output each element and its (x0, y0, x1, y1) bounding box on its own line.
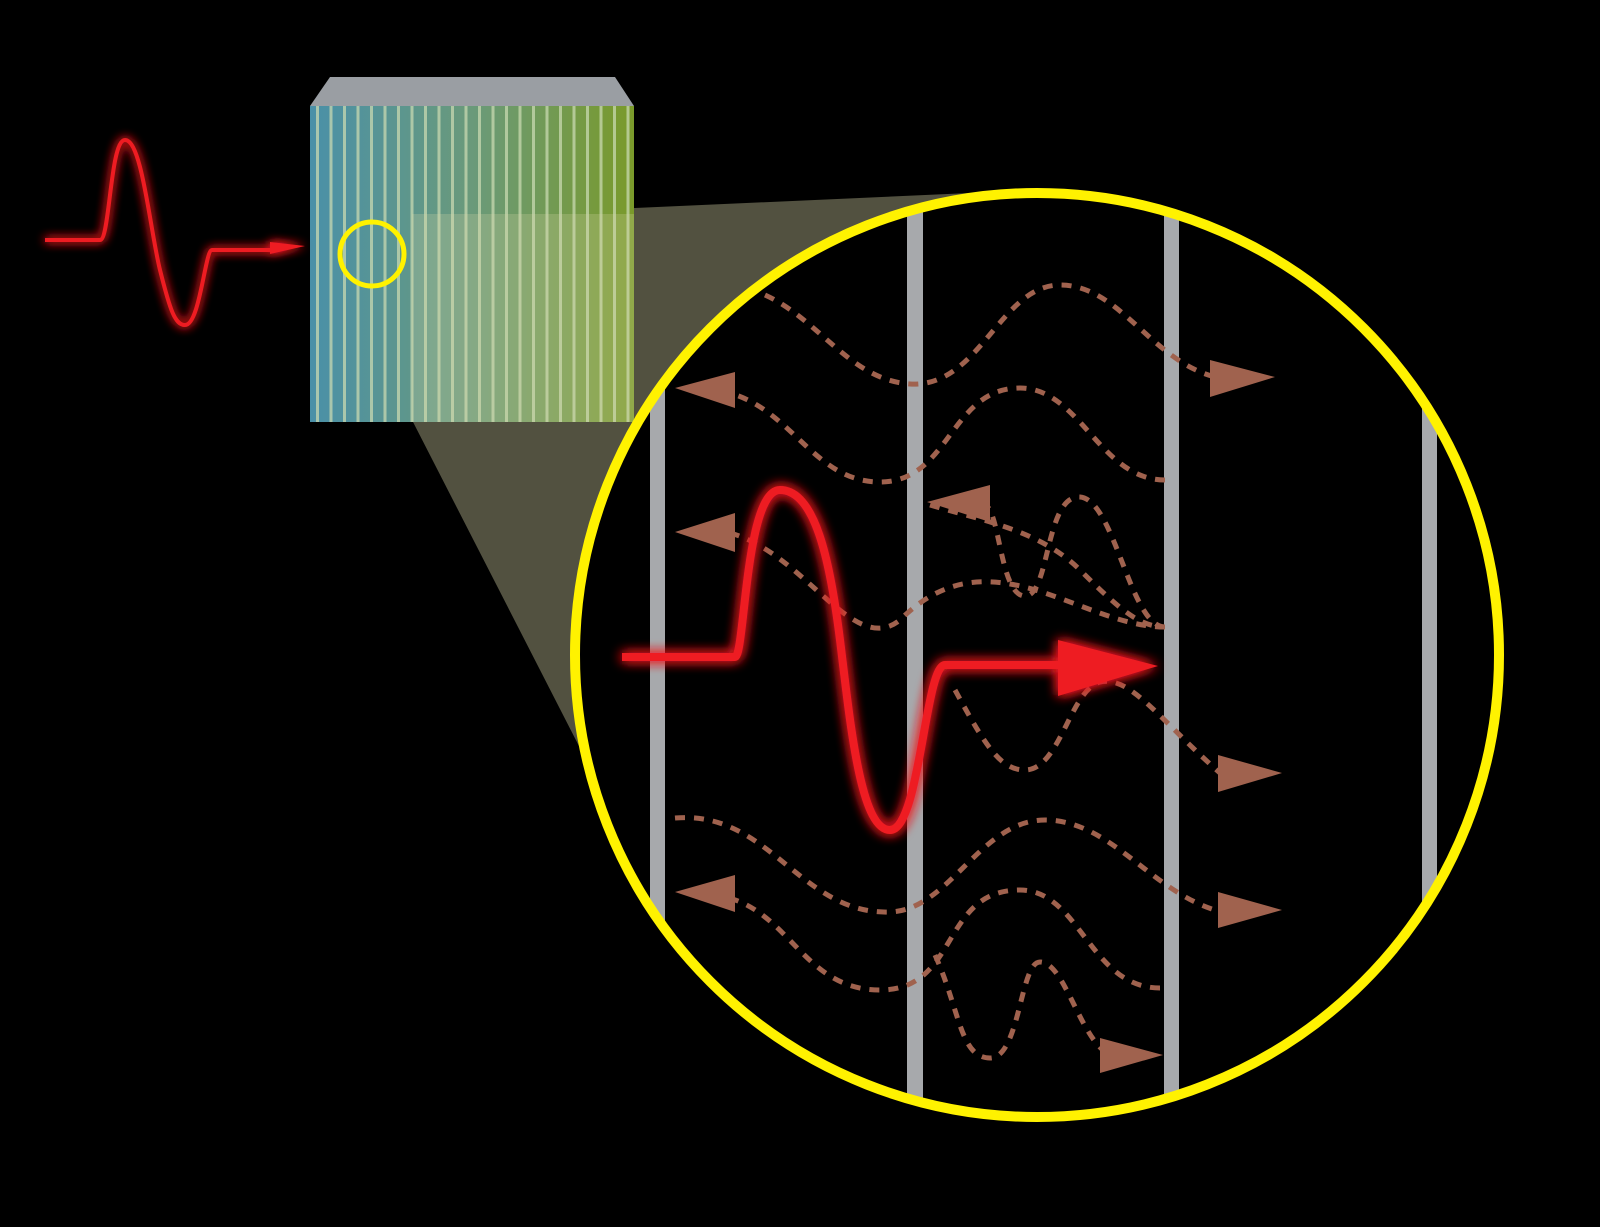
slab-stripe (397, 106, 400, 422)
slab-stripe (437, 106, 441, 422)
slab-stripe (532, 106, 535, 422)
scattered-wave-9 (932, 953, 1112, 1061)
arrowhead-right-2 (1218, 755, 1282, 792)
arrowhead-right-4 (1100, 1038, 1163, 1073)
slab-stripe (586, 106, 589, 422)
slab-stripe (505, 106, 508, 422)
slab-overlay (412, 214, 634, 422)
slab-stripe (370, 106, 373, 422)
slab-stripe (383, 106, 387, 422)
magnified-view-background (575, 193, 1499, 1117)
scattered-wave-8 (714, 887, 1161, 993)
slab-stripe (518, 106, 522, 422)
slab-stripe (424, 106, 427, 422)
slab-top-face (310, 77, 634, 106)
arrowhead-left-3 (675, 513, 735, 552)
slab-stripe (356, 106, 360, 422)
transmitted-pulse-path (622, 485, 1070, 835)
transmitted-arrowhead (1058, 640, 1158, 696)
slab-stripe (343, 106, 346, 422)
arrowhead-left-1 (675, 372, 735, 408)
multiply-scattered-waves (674, 282, 1222, 1061)
layer-line-2 (907, 193, 923, 1117)
slab-stripes (316, 106, 630, 422)
slab-stripe (316, 106, 319, 422)
scattered-wave-7 (674, 815, 1216, 915)
arrowhead-right-3 (1218, 892, 1282, 928)
slab-stripe (572, 106, 576, 422)
transmitted-pulse-arrow (622, 485, 1158, 835)
slab-front-face (310, 106, 634, 422)
incident-arrowhead (270, 242, 305, 254)
slab-stripe (559, 106, 562, 422)
slab-stripe (491, 106, 495, 422)
slab-stripe (478, 106, 481, 422)
slab-stripe (613, 106, 616, 422)
magnified-view-circle (570, 188, 1504, 1122)
scattered-arrowheads (675, 360, 1282, 1073)
scattered-wave-3 (983, 494, 1166, 630)
scattered-wave-2 (714, 385, 1166, 485)
arrowhead-left-2 (927, 485, 990, 522)
slab-stripe (329, 106, 333, 422)
incident-pulse-waveform (45, 137, 305, 328)
scattered-wave-4 (929, 502, 1166, 630)
slab-stripe (545, 106, 549, 422)
arrowhead-right-1 (1210, 360, 1275, 397)
layer-line-3 (1164, 193, 1179, 1117)
slab-stripe (410, 106, 414, 422)
slab-stripe (599, 106, 603, 422)
slab-stripe (451, 106, 454, 422)
multilayer-medium-block (310, 77, 634, 422)
scattered-wave-5 (714, 527, 1166, 631)
scattered-wave-6 (952, 678, 1222, 775)
focus-circle (337, 219, 407, 289)
slab-stripe (626, 106, 630, 422)
incident-pulse-path (45, 137, 270, 328)
arrowhead-left-4 (675, 875, 735, 912)
scattered-wave-1 (763, 282, 1216, 387)
slab-stripe (464, 106, 468, 422)
